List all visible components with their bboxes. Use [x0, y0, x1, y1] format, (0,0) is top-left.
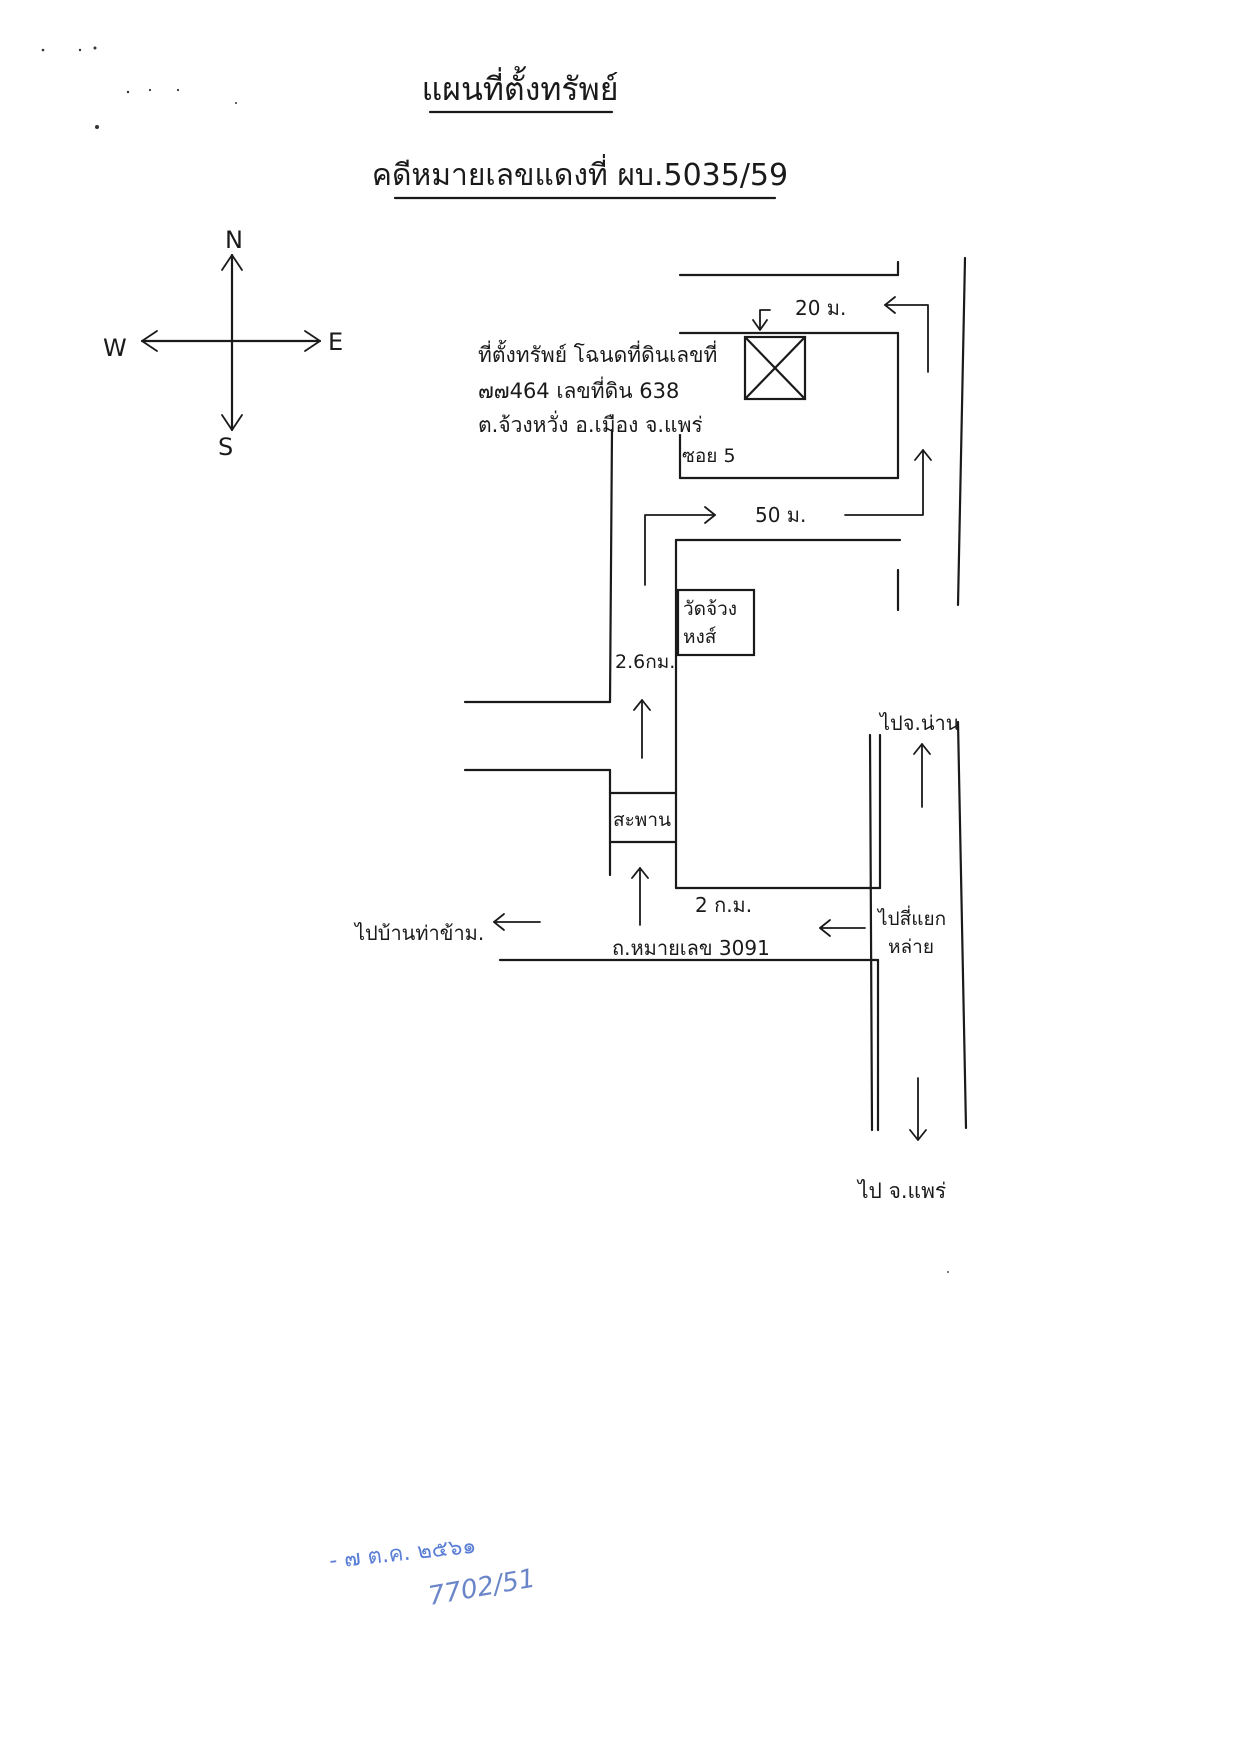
compass-east: E — [328, 328, 343, 356]
stamp-date: - ๗ ต.ค. ๒๕๖๑ — [328, 1534, 477, 1574]
case-number: คดีหมายเลขแดงที่ ผบ.5035/59 — [372, 154, 788, 193]
label-to-mae-lai-line1: ไปสี่แยก — [876, 905, 946, 930]
property-note: ที่ตั้งทรัพย์ โฉนดที่ดินเลขที่ ๗๗464 เลข… — [478, 340, 717, 437]
label-2-6km: 2.6กม. — [615, 651, 675, 673]
property-marker-icon — [743, 335, 807, 401]
scan-speck — [947, 1271, 949, 1273]
label-to-ban-tha-kham: ไปบ้านท่าข้าม. — [353, 921, 484, 945]
temple-box: วัดจ้วง หงส์ — [676, 588, 756, 657]
label-50m: 50 ม. — [755, 503, 806, 527]
arrow-north-icon — [221, 254, 243, 271]
property-note-line3: ต.จ้วงหวั่ง อ.เมือง จ.แพร่ — [478, 410, 703, 437]
label-2km: 2 ก.ม. — [695, 893, 752, 917]
label-20m: 20 ม. — [795, 296, 846, 320]
compass-north: N — [225, 226, 243, 254]
date-stamp: - ๗ ต.ค. ๒๕๖๑ 7702/51 — [328, 1534, 538, 1612]
arrow-south-icon — [221, 414, 243, 431]
map-title: แผนที่ตั้งทรัพย์ — [422, 66, 619, 108]
label-to-mae-lai-line2: หล่าย — [888, 936, 934, 958]
temple-label-line2: หงส์ — [683, 626, 717, 648]
arrow-west-icon — [141, 330, 158, 352]
arrow-20m-icon — [759, 309, 771, 329]
map-labels: 20 ม. ซอย 5 50 ม. 2.6กม. สะพาน ไปจ.น่าน … — [353, 296, 960, 1203]
scan-specks — [41, 46, 237, 129]
compass-south: S — [218, 433, 233, 461]
route-arrows — [493, 296, 932, 1141]
arrow-east-icon — [304, 330, 321, 352]
label-to-phrae: ไป จ.แพร่ — [856, 1179, 946, 1203]
property-note-line1: ที่ตั้งทรัพย์ โฉนดที่ดินเลขที่ — [478, 340, 717, 367]
temple-label-line1: วัดจ้วง — [683, 598, 737, 620]
label-to-nan: ไปจ.น่าน — [878, 711, 960, 735]
label-soi-5: ซอย 5 — [682, 445, 736, 467]
property-note-line2: ๗๗464 เลขที่ดิน 638 — [478, 376, 679, 403]
road-lines — [463, 256, 968, 1132]
stamp-initials: 7702/51 — [426, 1564, 538, 1612]
compass-west: W — [103, 334, 127, 362]
label-bridge: สะพาน — [613, 809, 671, 831]
label-road-3091: ถ.หมายเลข 3091 — [612, 936, 770, 960]
compass-rose: N S E W — [103, 226, 343, 461]
